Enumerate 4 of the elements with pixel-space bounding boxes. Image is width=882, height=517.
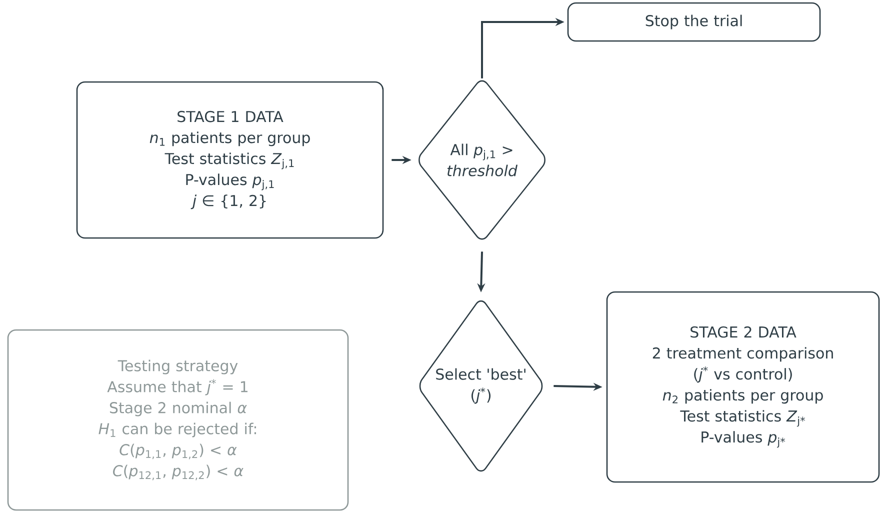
text-box: STAGE 2 DATA 2 treatment comparison (j$^{*}$ vs control) n$_{2}$ patients per group Test statistics Z$_{j*}$ P-values p$_{j*}$ [606,291,880,483]
terminal-box: Stop the trial [567,2,821,42]
text-box: STAGE 1 DATA n$_{1}$ patients per group Test statistics Z$_{j,1}$ P-values p$_{j,1}$ j ∈ {1, 2} [76,81,384,239]
text-box: Testing strategy Assume that j$^{*}$ = 1 Stage 2 nominal α H$_{1}$ can be rejected if: C(p$_{1,1}$, p$_{1,2}$) < α C(p$_{12,1}$, p$_{12,2}$) < α [7,329,349,511]
